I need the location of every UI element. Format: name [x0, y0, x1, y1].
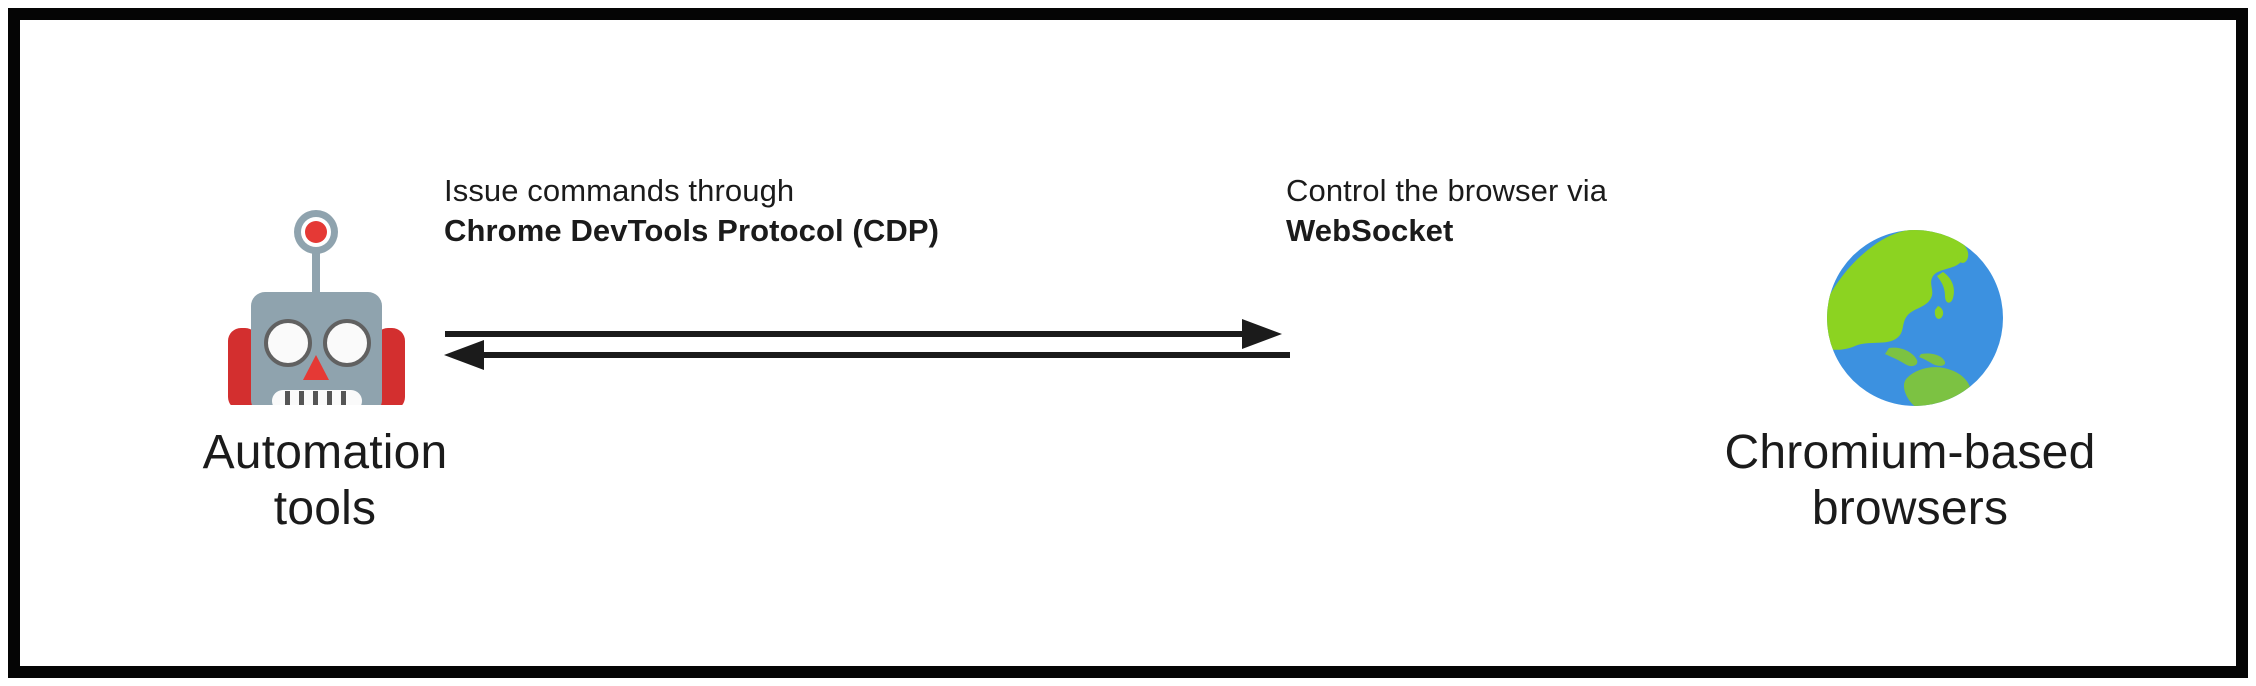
diagram-frame: Automation tools Issue commands through …	[8, 8, 2248, 678]
label-line-2: browsers	[1811, 482, 2009, 536]
edge-label-control-browser: Control the browser via WebSocket	[1286, 171, 1607, 252]
edge-label-line-2: Chrome DevTools Protocol (CDP)	[444, 213, 940, 249]
edge-label-line-1: Control the browser via	[1286, 173, 1608, 208]
connector-arrows	[430, 310, 1290, 380]
globe-icon	[1825, 228, 2005, 408]
label-line-2: tools	[273, 482, 377, 536]
label-line-1: Automation	[202, 426, 448, 479]
robot-icon	[195, 210, 445, 414]
edge-label-line-1: Issue commands through	[444, 173, 795, 208]
arrow-to-automation	[444, 340, 1290, 370]
edge-label-issue-commands: Issue commands through Chrome DevTools P…	[444, 171, 939, 252]
arrow-to-browser	[445, 319, 1282, 349]
edge-label-line-2: WebSocket	[1286, 213, 1454, 249]
label-line-1: Chromium-based	[1724, 426, 2096, 479]
node-label-chromium-based-browsers: Chromium-based browsers	[1650, 425, 2170, 537]
node-label-automation-tools: Automation tools	[80, 425, 570, 537]
